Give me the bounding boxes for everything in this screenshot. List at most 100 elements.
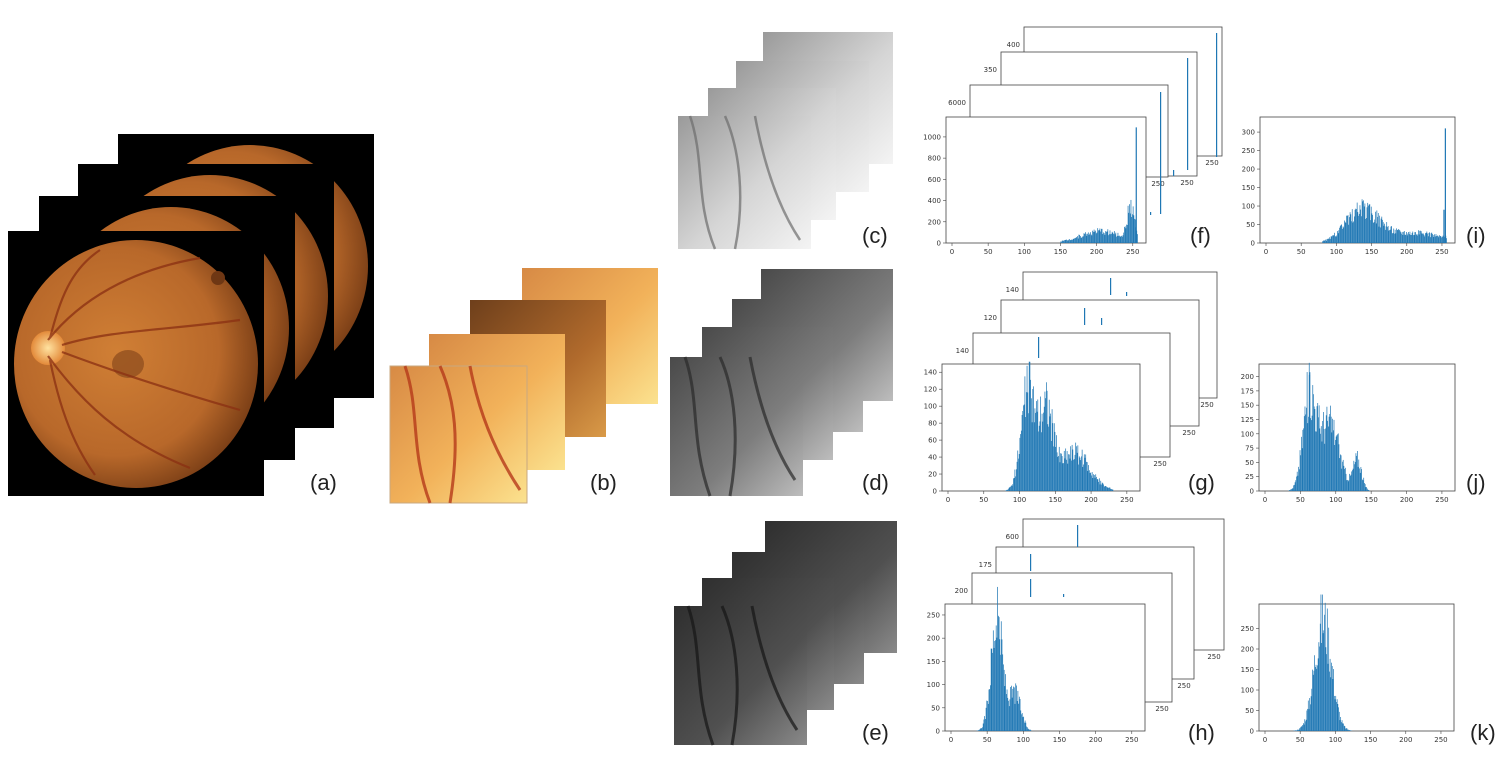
optic-disc (31, 331, 65, 365)
histogram-bar (1353, 216, 1355, 243)
histogram-bar (1377, 216, 1378, 243)
histogram-bar (1335, 439, 1336, 491)
histogram-bar (1346, 215, 1347, 243)
histogram-bar (1334, 699, 1336, 731)
histogram-bar (1332, 418, 1333, 491)
y-tick-label: 0 (1250, 488, 1254, 496)
y-tick-label: 100 (924, 403, 937, 411)
histogram-bar (1374, 219, 1376, 243)
histogram-bar (1004, 686, 1006, 731)
histogram-bar (1296, 730, 1298, 731)
histogram-bar (1435, 234, 1437, 243)
histogram-bar (1393, 228, 1395, 243)
histogram-bar (1041, 432, 1042, 491)
histogram-bar (1102, 234, 1104, 243)
histogram-bar (1038, 431, 1039, 491)
histogram-bar (1113, 231, 1115, 243)
back-y-tick-label: 350 (984, 66, 997, 74)
histogram-bar (1415, 234, 1417, 243)
back-y-tick-label: 140 (1006, 286, 1019, 294)
y-tick-label: 50 (1246, 221, 1255, 229)
channel-image-front (670, 356, 803, 497)
histogram-bar (1384, 229, 1386, 243)
histogram-bar (1010, 687, 1012, 731)
channel-image-front (674, 605, 807, 746)
histogram-bar (1048, 426, 1049, 491)
histogram-bar (1335, 695, 1337, 731)
histogram-bar (1306, 372, 1308, 491)
histogram-bar (1361, 479, 1363, 491)
histogram-bar (1315, 431, 1317, 491)
histogram-bar (1324, 602, 1326, 731)
histogram-bar (1342, 228, 1343, 243)
y-tick-label: 25 (1245, 473, 1254, 481)
histogram-bar (1331, 432, 1333, 491)
histogram-bar (1291, 488, 1293, 491)
back-histogram-spike (1030, 554, 1032, 571)
histogram-bar (1053, 446, 1054, 491)
histogram-bar (1064, 240, 1066, 243)
histogram-bar (1018, 458, 1019, 491)
histogram-bar (1334, 444, 1336, 491)
histogram-bar (1001, 639, 1003, 731)
histogram-bar (1331, 236, 1333, 243)
histogram-bar (1069, 240, 1071, 243)
histogram-bar (1101, 484, 1102, 491)
histogram-bar (1423, 234, 1425, 243)
histogram-bar (1059, 462, 1061, 491)
y-tick-label: 200 (1241, 646, 1254, 654)
histogram-bar (1424, 236, 1426, 243)
histogram-bar (1396, 229, 1398, 243)
histogram-bar (1416, 233, 1418, 243)
histogram-bar (1364, 203, 1366, 243)
histogram-bar (1044, 391, 1046, 491)
histogram-bar (1397, 230, 1399, 243)
x-tick-label: 50 (1296, 736, 1305, 744)
y-tick-label: 40 (928, 454, 937, 462)
histogram-bar (1021, 714, 1022, 731)
histogram-bar (1401, 233, 1402, 243)
histogram-bar (1089, 473, 1091, 491)
histogram-bar (1361, 216, 1362, 243)
histogram-bar (1029, 361, 1031, 491)
histogram-bar (1031, 422, 1033, 491)
histogram-bar (1051, 409, 1053, 491)
histogram-bar (1341, 722, 1342, 731)
x-tick-label: 200 (1399, 736, 1412, 744)
histogram-bar (1312, 674, 1314, 731)
histogram-bar (1333, 419, 1335, 491)
histogram-bar (1439, 235, 1440, 243)
histogram-bar (1345, 728, 1347, 731)
histogram-bar (1406, 235, 1408, 243)
y-tick-label: 100 (1241, 687, 1254, 695)
histogram-bar (1323, 412, 1324, 491)
back-y-tick-label: 6000 (948, 99, 966, 107)
histogram-bar (1010, 486, 1011, 491)
histogram-bar (1130, 199, 1132, 243)
histogram-bar (1391, 226, 1392, 243)
histogram-bar (1326, 239, 1328, 243)
histogram-bar (1090, 234, 1092, 243)
histogram-bar (1028, 413, 1029, 491)
x-tick-label: 200 (1400, 248, 1413, 256)
back-histogram-spike (1038, 337, 1040, 358)
back-x-tick-label: 250 (1207, 653, 1220, 661)
histogram-bar (1071, 239, 1073, 243)
histogram-bar (1418, 230, 1419, 243)
histogram-bar (1322, 420, 1324, 491)
histogram-bar (1314, 655, 1315, 731)
histogram-bar (1072, 239, 1073, 243)
histogram-bar (1061, 240, 1063, 243)
histogram-bar (1087, 233, 1088, 243)
histogram-bar (987, 703, 989, 731)
histogram-bar (979, 729, 980, 731)
panel-label-g: (g) (1188, 470, 1215, 495)
histogram-bar (1439, 235, 1441, 243)
histogram-bar (1053, 423, 1055, 491)
back-y-tick-label: 120 (984, 314, 997, 322)
histogram-bar (1408, 234, 1410, 243)
histogram-bar (982, 727, 983, 731)
histogram-bar (1354, 209, 1356, 243)
back-histogram-spike (1160, 92, 1162, 214)
